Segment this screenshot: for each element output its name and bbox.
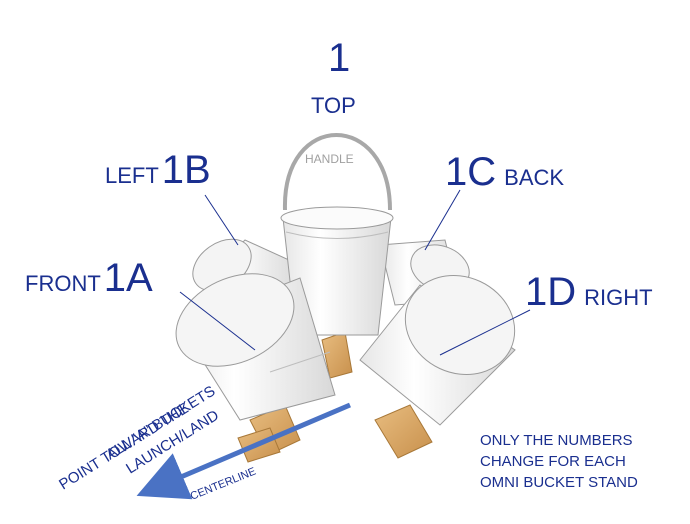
- bucket-1d-right: [359, 274, 516, 426]
- label-right-word: RIGHT: [584, 285, 653, 310]
- label-back-word: BACK: [504, 165, 565, 190]
- numbers-note: ONLY THE NUMBERS CHANGE FOR EACH OMNI BU…: [480, 430, 638, 493]
- note-line1: ONLY THE NUMBERS: [480, 432, 633, 449]
- centerline-arrow: [136, 402, 351, 500]
- label-top-word: TOP: [311, 93, 356, 118]
- label-back-number: 1C: [445, 150, 497, 194]
- label-left: LEFT1B: [105, 150, 211, 190]
- label-back: 1C BACK: [445, 152, 564, 192]
- handle-label: HANDLE: [305, 152, 354, 166]
- label-front: FRONT1A: [25, 258, 153, 298]
- bucket-1-top: [280, 133, 394, 336]
- bucket-handle: [282, 133, 392, 211]
- leader-lines: [179, 189, 531, 356]
- label-front-number: 1A: [103, 256, 153, 300]
- label-left-number: 1B: [161, 148, 211, 192]
- label-right-number: 1D: [525, 270, 577, 314]
- label-right: 1D RIGHT: [525, 272, 653, 312]
- bucket-1a-front: [175, 273, 336, 421]
- label-front-word: FRONT: [25, 271, 101, 296]
- label-top-number: 1: [328, 36, 351, 80]
- note-line3: OMNI BUCKET STAND: [480, 474, 638, 491]
- note-line2: CHANGE FOR EACH: [480, 453, 626, 470]
- label-left-word: LEFT: [105, 163, 159, 188]
